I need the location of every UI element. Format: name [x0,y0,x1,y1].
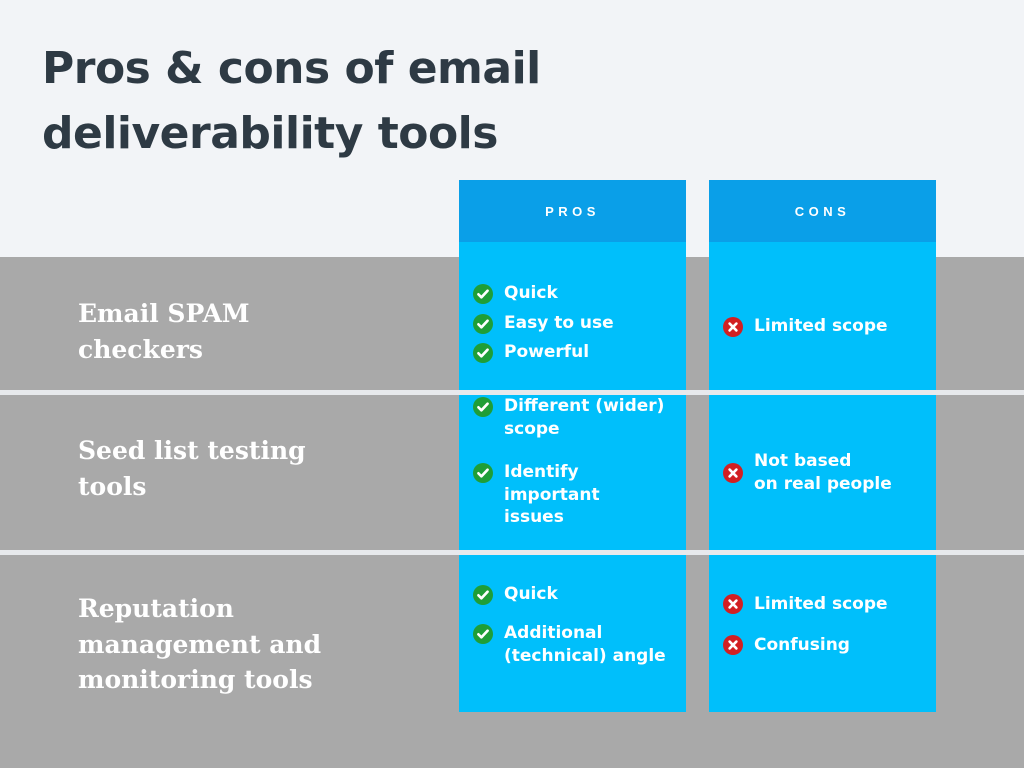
page-title: Pros & cons of email deliverability tool… [42,43,541,160]
cell-pros-row-1: Quick Easy to use Powerful [459,263,686,390]
list-item: Confusing [723,634,928,656]
row-divider-2 [0,550,1024,555]
cross-circle-icon [723,594,743,615]
list-item-label: Limited scope [754,594,888,615]
cross-circle-icon [723,316,743,337]
list-item: Limited scope [723,593,928,615]
list-item-label: Quick [504,583,558,604]
check-circle-icon [473,284,493,305]
column-cons: CONS [709,180,936,712]
row-divider-1 [0,390,1024,395]
column-header-cons: CONS [709,180,936,242]
row-label-reputation-management-tools: Reputation management and monitoring too… [78,594,322,694]
list-item: Quick [473,282,678,305]
column-header-pros: PROS [459,180,686,242]
list-item-label: Additional (technical) angle [504,623,666,666]
list-item-label: Different (wider) scope [504,396,665,439]
check-circle-icon [473,624,493,645]
check-circle-icon [473,584,493,605]
column-body-cons [709,242,936,712]
list-item: Different (wider) scope [473,395,678,440]
cross-circle-icon [723,634,743,655]
list-item-label: Not based on real people [754,451,892,494]
cell-cons-row-1: Limited scope [709,263,936,390]
list-item: Limited scope [723,315,928,337]
list-item-label: Powerful [504,342,590,363]
list-item-label: Limited scope [754,316,888,337]
list-item: Powerful [473,341,678,364]
list-item-label: Confusing [754,634,850,655]
list-item: Quick [473,583,678,605]
list-item: Additional (technical) angle [473,622,678,667]
list-item: Identify important issues [473,461,678,528]
list-item: Not based on real people [723,450,928,495]
row-label-seed-list-testing-tools: Seed list testing tools [78,436,306,501]
column-pros: PROS [459,180,686,712]
list-item-label: Easy to use [504,312,614,333]
cell-cons-row-2: Not based on real people [709,395,936,550]
list-item: Easy to use [473,312,678,334]
cell-pros-row-3: Quick Additional (technical) angle [459,555,686,712]
row-label-email-spam-checkers: Email SPAM checkers [78,299,250,364]
check-circle-icon [473,463,493,484]
check-circle-icon [473,397,493,418]
check-circle-icon [473,343,493,364]
cell-pros-row-2: Different (wider) scope Identify importa… [459,395,686,550]
cell-cons-row-3: Limited scope Confusing [709,555,936,712]
list-item-label: Identify important issues [504,462,600,528]
check-circle-icon [473,313,493,334]
list-item-label: Quick [504,283,558,304]
cross-circle-icon [723,462,743,483]
column-body-pros [459,242,686,712]
